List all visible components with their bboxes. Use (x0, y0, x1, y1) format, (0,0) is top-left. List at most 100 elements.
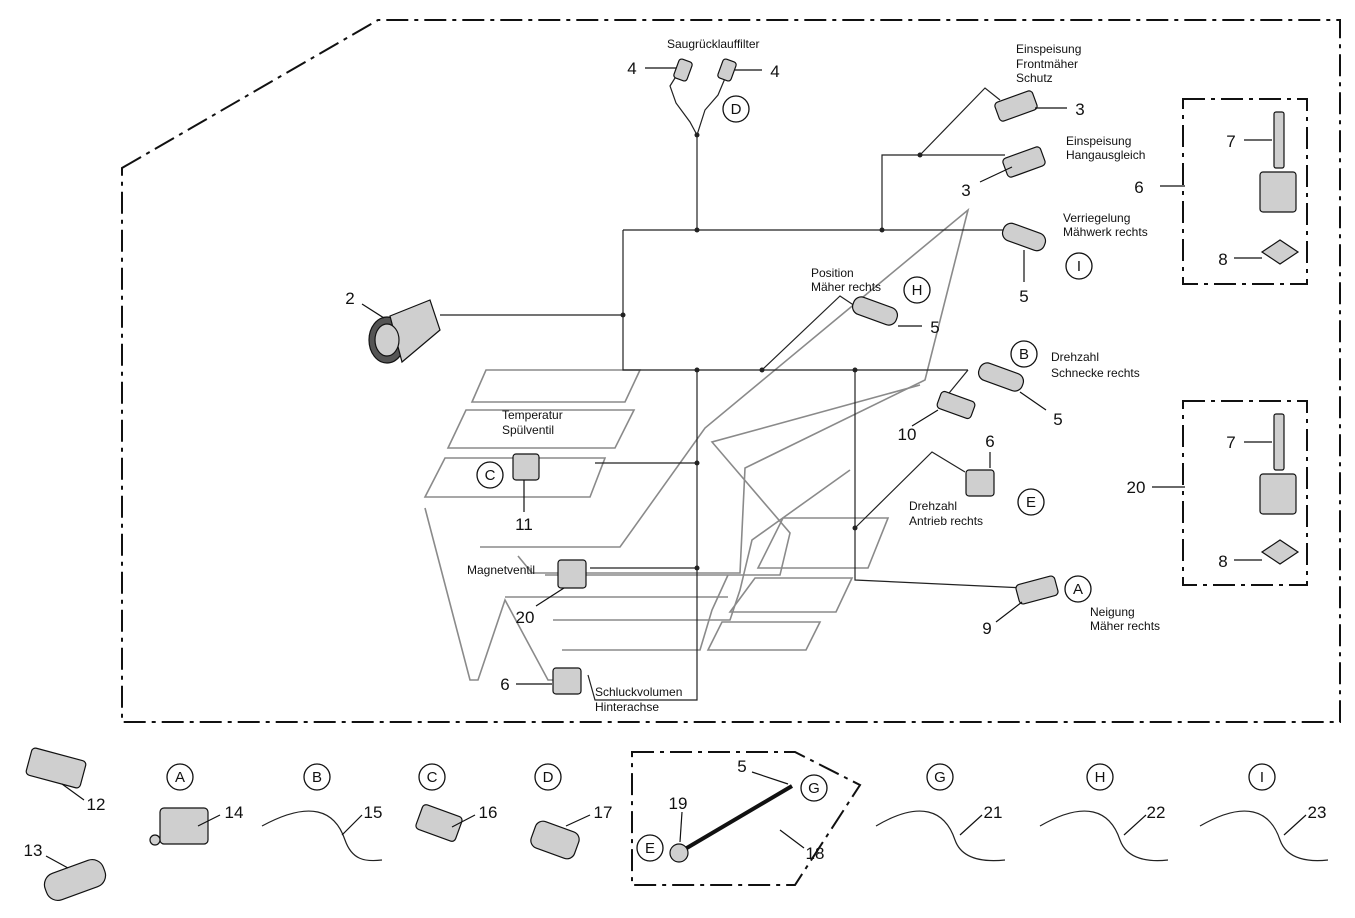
part-16-sensor (415, 804, 463, 842)
num-5-verriegelung: 5 (1019, 287, 1028, 306)
circle-markers (166, 95, 1276, 862)
label-drehzahl-1: Drehzahl (1051, 350, 1099, 364)
label-hinterachse: Hinterachse (595, 700, 659, 714)
valve-coil-detail-6 (1259, 111, 1300, 265)
key-letter-g: G (934, 769, 946, 786)
part-23-cable (1199, 810, 1329, 862)
label-neigung: Neigung (1090, 605, 1135, 619)
num-8-bottom: 8 (1218, 552, 1227, 571)
part-17-switch (530, 820, 580, 860)
detail-box-20 (1182, 400, 1308, 586)
num-21: 21 (984, 803, 1003, 822)
key-letter-e-kit: E (645, 840, 655, 857)
part-10-connector (936, 390, 976, 420)
num-3-top: 3 (1075, 100, 1084, 119)
part-18-rod (669, 784, 794, 863)
num-3-mid: 3 (961, 181, 970, 200)
key-letter-d: D (543, 769, 554, 786)
letter-c: C (485, 467, 496, 484)
num-16: 16 (479, 803, 498, 822)
part-4-connectors-filter (673, 58, 737, 82)
key-letter-c: C (427, 769, 438, 786)
key-letter-b: B (312, 769, 322, 786)
part-11-sensor (512, 453, 540, 481)
label-temperatur: Temperatur (502, 408, 563, 422)
num-4-right: 4 (770, 62, 779, 81)
num-6-schluckvolumen: 6 (500, 675, 509, 694)
leader-lines (45, 67, 1307, 869)
num-11: 11 (515, 515, 533, 534)
chassis-outline (423, 207, 970, 681)
label-saugruecklauffilter: Saugrücklauffilter (667, 37, 760, 51)
part-12-connector (25, 747, 87, 789)
main-dashed-frame (121, 19, 1341, 723)
num-13: 13 (24, 841, 43, 860)
num-23: 23 (1308, 803, 1327, 822)
num-22: 22 (1147, 803, 1166, 822)
num-5-position: 5 (930, 318, 939, 337)
part-14-sensor (149, 807, 209, 846)
num-7-top: 7 (1226, 132, 1235, 151)
num-8-top: 8 (1218, 250, 1227, 269)
label-schluckvolumen: Schluckvolumen (595, 685, 682, 699)
part-3-connectors (994, 90, 1046, 178)
label-einspeisung-2: Einspeisung (1066, 134, 1131, 148)
letter-h: H (912, 282, 923, 299)
part-21-cable (875, 810, 1006, 862)
num-17: 17 (594, 803, 613, 822)
num-18: 18 (806, 844, 825, 863)
letter-a: A (1073, 581, 1083, 598)
label-position: Position (811, 266, 854, 280)
num-9: 9 (982, 619, 991, 638)
part-6-valves (552, 469, 995, 695)
label-schnecke-rechts: Schnecke rechts (1051, 366, 1140, 380)
letter-d-top: D (731, 101, 742, 118)
num-2: 2 (345, 289, 354, 308)
label-spuelventil: Spülventil (502, 423, 554, 437)
label-antrieb-rechts: Antrieb rechts (909, 514, 983, 528)
label-verriegelung: Verriegelung (1063, 211, 1130, 225)
num-4-left: 4 (627, 59, 636, 78)
key-letter-h: H (1095, 769, 1106, 786)
letter-e: E (1026, 494, 1036, 511)
wiring (440, 69, 1026, 701)
part-5-connectors (851, 222, 1047, 392)
label-frontmaeher: Frontmäher (1016, 57, 1078, 71)
num-10: 10 (898, 425, 917, 444)
part-13-connector (43, 859, 107, 901)
letter-b: B (1019, 346, 1029, 363)
key-letter-g-kit: G (808, 780, 820, 797)
num-15: 15 (364, 803, 383, 822)
num-5-schnecke: 5 (1053, 410, 1062, 429)
label-schutz: Schutz (1016, 71, 1053, 85)
valve-coil-detail-20 (1259, 413, 1300, 565)
part-2-main-connector (368, 299, 441, 364)
num-5-kit: 5 (737, 757, 746, 776)
label-maeher-rechts-pos: Mäher rechts (811, 280, 881, 294)
label-maeher-rechts-neig: Mäher rechts (1090, 619, 1160, 633)
label-drehzahl-2: Drehzahl (909, 499, 957, 513)
label-einspeisung-1: Einspeisung (1016, 42, 1081, 56)
letter-i: I (1077, 258, 1081, 275)
num-6-antrieb: 6 (985, 432, 994, 451)
part-22-cable (1039, 810, 1169, 862)
part-15-cable (261, 810, 383, 862)
num-14: 14 (225, 803, 244, 822)
label-magnetventil: Magnetventil (467, 563, 535, 577)
key-letter-a: A (175, 769, 185, 786)
wire-junctions (620, 132, 923, 571)
num-20-box: 20 (1127, 478, 1146, 497)
part-9-connector (1015, 575, 1059, 605)
label-hangausgleich: Hangausgleich (1066, 148, 1145, 162)
num-19: 19 (669, 794, 688, 813)
num-6-box: 6 (1134, 178, 1143, 197)
num-12: 12 (87, 795, 106, 814)
key-letter-i: I (1260, 769, 1264, 786)
part-20-magnetventil (557, 559, 587, 589)
part-numbers: 4 4 3 3 7 6 8 2 5 5 5 10 6 11 20 7 20 8 … (24, 59, 1327, 863)
label-maehwerk-rechts: Mähwerk rechts (1063, 225, 1148, 239)
num-7-bottom: 7 (1226, 433, 1235, 452)
component-labels: Saugrücklauffilter Einspeisung Frontmähe… (467, 37, 1160, 714)
num-20-magnetventil: 20 (516, 608, 535, 627)
